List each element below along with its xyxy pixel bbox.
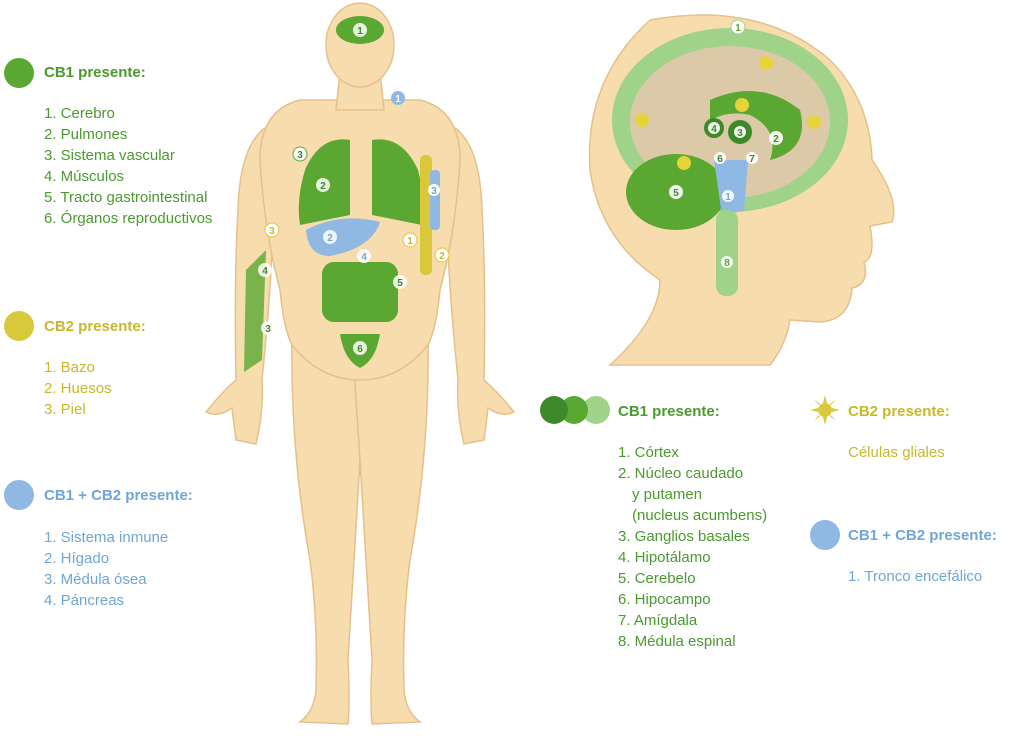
cb2-legend-title: CB2 presente: (44, 318, 146, 335)
liver-region (306, 218, 380, 256)
list-item: 4. Hipotálamo (618, 549, 711, 566)
list-item: 2. Núcleo caudado (618, 465, 744, 482)
brain-marker-4-hypothalamus: 4 (711, 124, 717, 135)
brain-marker-3-basal: 3 (737, 128, 743, 139)
cb1-organ-list: 1. Cerebro 2. Pulmones 3. Sistema vascul… (44, 103, 212, 229)
list-item: 2. Huesos (44, 380, 112, 397)
intestine-region (322, 262, 398, 322)
cb2-legend-dot (4, 311, 34, 341)
list-item: 3. Piel (44, 401, 86, 418)
cb1-legend-title: CB1 presente: (44, 64, 146, 81)
marker-4-muscle: 4 (262, 266, 268, 277)
list-item: 7. Amígdala (618, 612, 698, 629)
list-item: 5. Tracto gastrointestinal (44, 189, 208, 206)
cb1-brain-legend-title: CB1 presente: (618, 403, 720, 420)
cb1-cb2-brain-legend-title: CB1 + CB2 presente: (848, 527, 997, 544)
cb1-cb2-legend-dot (4, 480, 34, 510)
cb2-brain-list: Células gliales (848, 442, 945, 463)
list-item: 2. Pulmones (44, 126, 128, 143)
cb1-cb2-legend-title: CB1 + CB2 presente: (44, 487, 193, 504)
marker-1-immune: 1 (395, 94, 401, 105)
lungs-region-right (372, 139, 424, 225)
list-item: 2. Hígado (44, 550, 110, 567)
bone-region (420, 155, 432, 275)
list-item: 1. Córtex (618, 444, 679, 461)
marker-2-bone: 2 (439, 251, 445, 262)
marker-1-spleen: 1 (407, 236, 413, 247)
cb2-organ-list: 1. Bazo 2. Huesos 3. Piel (44, 357, 112, 420)
list-item: 3. Ganglios basales (618, 528, 750, 545)
list-item: 1. Bazo (44, 359, 95, 376)
brain-marker-1-cortex: 1 (735, 23, 741, 34)
marrow-region (430, 170, 440, 230)
list-item: (nucleus acumbens) (632, 507, 768, 524)
list-item: 4. Músculos (44, 168, 125, 185)
cb1-cb2-brain-list: 1. Tronco encefálico (848, 566, 982, 587)
list-item: 4. Páncreas (44, 592, 125, 609)
cb1-brain-list: 1. Córtex 2. Núcleo caudado y putamen (n… (618, 442, 767, 652)
marker-3-marrow: 3 (431, 186, 437, 197)
list-item: 1. Sistema inmune (44, 529, 169, 546)
marker-1: 1 (357, 26, 363, 37)
cb2-brain-legend-title: CB2 presente: (848, 403, 950, 420)
list-item: 6. Órganos reproductivos (44, 210, 213, 227)
brainstem-region (714, 160, 748, 216)
marker-3-vascular: 3 (297, 150, 303, 161)
cb1-cb2-brain-legend-dot (810, 520, 840, 550)
list-item: Células gliales (848, 444, 945, 461)
list-item: 6. Hipocampo (618, 591, 711, 608)
brain-marker-7-amygdala: 7 (749, 154, 755, 165)
brain-marker-5-cerebellum: 5 (673, 188, 679, 199)
brain-marker-6-hippocampus: 6 (717, 154, 723, 165)
list-item: 1. Tronco encefálico (848, 568, 983, 585)
brain-marker-1-brainstem: 1 (725, 192, 731, 203)
brain-marker-2-caudate: 2 (773, 134, 779, 145)
cb1-legend-dot (4, 58, 34, 88)
arm-muscle-region (244, 250, 266, 372)
marker-3-vascular-arm: 3 (265, 324, 271, 335)
marker-3-skin: 3 (269, 226, 275, 237)
list-item: 8. Médula espinal (618, 633, 736, 650)
list-item: 5. Cerebelo (618, 570, 696, 587)
marker-2-lungs: 2 (320, 181, 326, 192)
cb1-cb2-organ-list: 1. Sistema inmune 2. Hígado 3. Médula ós… (44, 527, 168, 611)
human-body-figure: 1 1 3 2 2 4 3 4 3 1 3 2 5 6 (204, 2, 516, 725)
list-item: 3. Médula ósea (44, 571, 147, 588)
head-brain-figure: 1 2 3 4 5 6 7 1 8 (588, 14, 895, 366)
brain-marker-8-spinal: 8 (724, 258, 730, 269)
sun-icon (810, 395, 840, 425)
list-item: 1. Cerebro (44, 105, 115, 122)
glial-cells (635, 56, 821, 170)
marker-4-pancreas: 4 (361, 252, 367, 263)
marker-6-reproductive: 6 (357, 344, 363, 355)
spinal-cord-region (716, 210, 738, 296)
marker-2-liver: 2 (327, 233, 333, 244)
cb1-brain-legend-dots (540, 396, 610, 424)
list-item: y putamen (632, 486, 703, 503)
marker-5-gi: 5 (397, 278, 403, 289)
list-item: 3. Sistema vascular (44, 147, 175, 164)
